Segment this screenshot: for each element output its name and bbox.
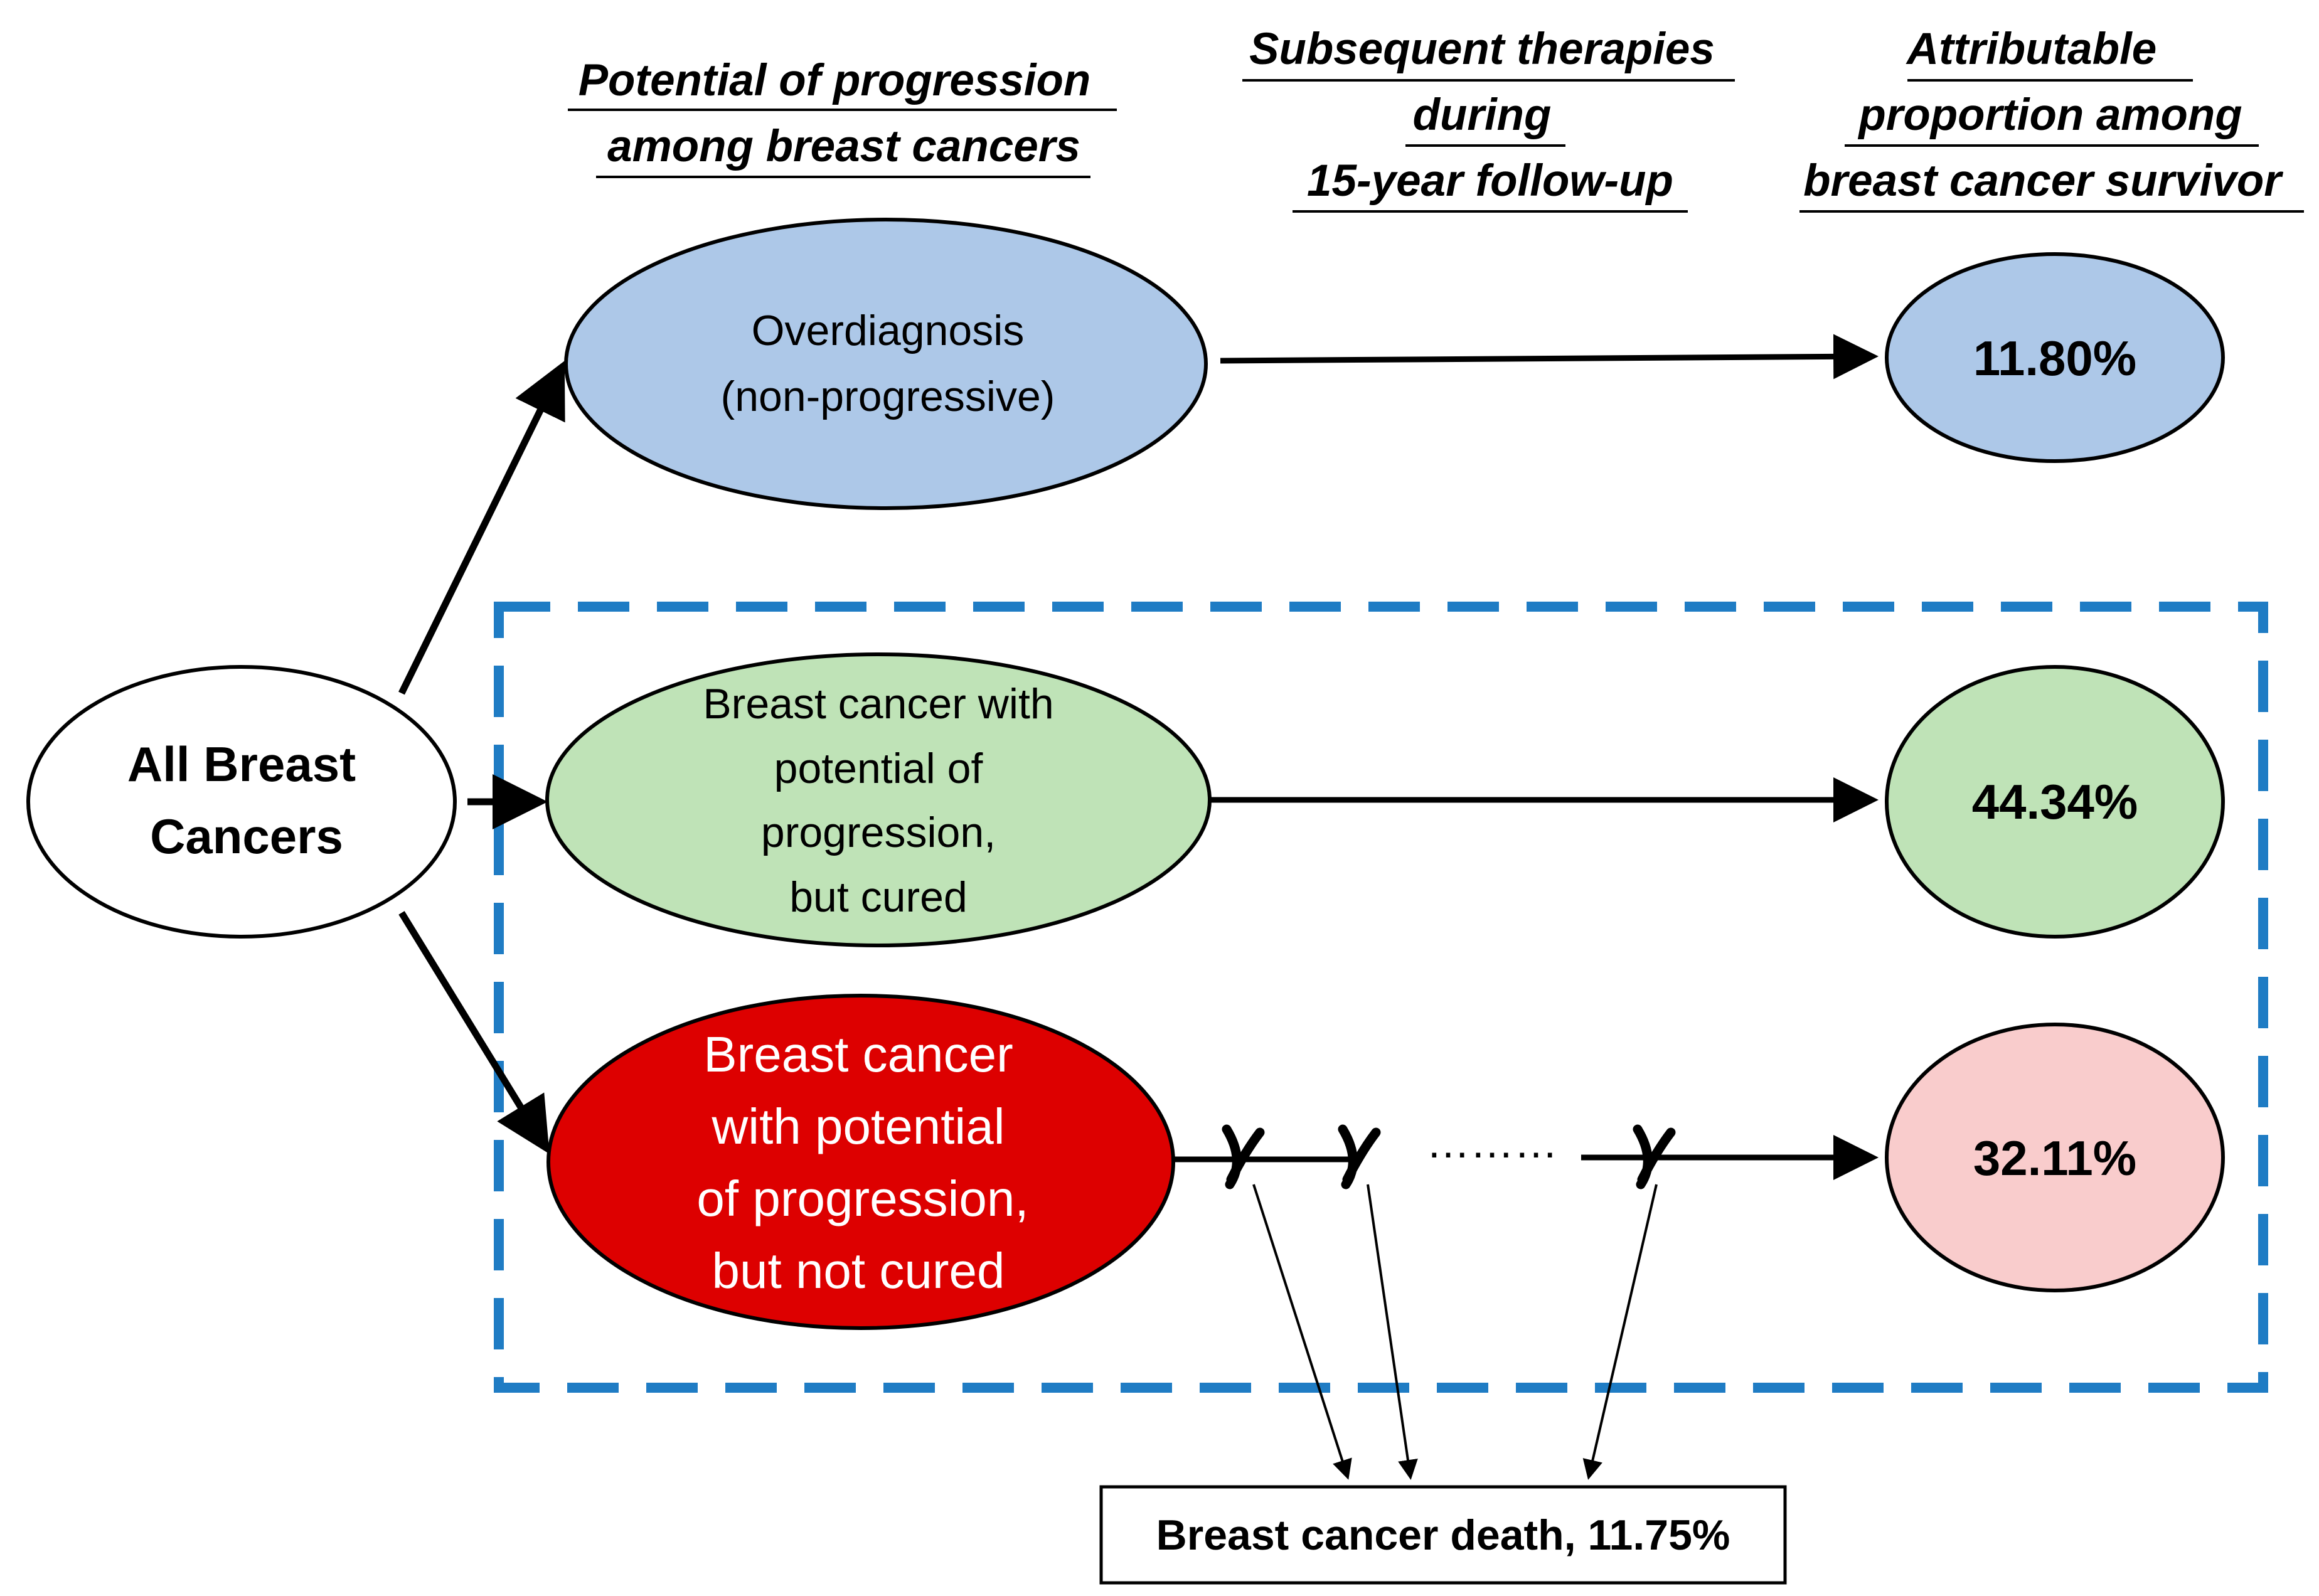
arrow-death-2: [1367, 1184, 1418, 1480]
node-cured-line2: potential of: [774, 745, 983, 792]
ellipsis-dots: ………: [1426, 1118, 1558, 1167]
node-not-cured-line4: but not cured: [712, 1243, 1005, 1299]
node-not-cured-line1: Breast cancer: [703, 1026, 1013, 1082]
death-box: Breast cancer death, 11.75%: [1099, 1485, 1787, 1585]
arrow-to-not-cured: [398, 911, 550, 1154]
node-overdiagnosis-line2: (non-progressive): [721, 373, 1055, 420]
header-potential-line2: among breast cancers: [607, 122, 1080, 171]
header-attributable: Attributable proportion among breast can…: [1799, 24, 2304, 213]
outcome-not-cured: 32.11%: [1885, 1023, 2225, 1292]
node-all-line1: All Breast: [127, 737, 356, 792]
outcome-not-cured-value: 32.11%: [1973, 1130, 2136, 1186]
header-therapies: Subsequent therapies during 15-year foll…: [1242, 24, 1735, 213]
x-mark-3: [1633, 1124, 1676, 1189]
node-cured: Breast cancer with potential of progress…: [545, 652, 1212, 947]
outcome-cured-value: 44.34%: [1972, 774, 2138, 829]
header-therapies-line2: during: [1413, 90, 1552, 140]
node-not-cured-line2: with potential: [712, 1099, 1005, 1154]
outcome-overdiagnosis: 11.80%: [1885, 252, 2225, 463]
x-mark-2: [1338, 1124, 1381, 1189]
header-therapies-line3: 15-year follow-up: [1307, 156, 1673, 206]
header-potential: Potential of progression among breast ca…: [568, 56, 1117, 178]
progression-group-box: [494, 602, 2268, 1393]
node-cured-line3: progression,: [761, 809, 996, 856]
arrow-death-1: [1252, 1184, 1352, 1480]
header-therapies-line1: Subsequent therapies: [1249, 24, 1715, 74]
header-potential-line1: Potential of progression: [578, 56, 1091, 105]
node-overdiagnosis: Overdiagnosis (non-progressive): [564, 218, 1208, 510]
node-cured-line4: but cured: [789, 873, 968, 921]
arrow-to-overdiagnosis: [398, 361, 565, 695]
arrow-overdiagnosis-outcome: [1220, 334, 1879, 380]
outcome-cured: 44.34%: [1885, 665, 2225, 939]
header-attributable-line1: Attributable: [1906, 24, 2156, 74]
node-overdiagnosis-line1: Overdiagnosis: [752, 307, 1025, 354]
header-attributable-line3: breast cancer survivor: [1803, 156, 2283, 206]
x-mark-1: [1222, 1124, 1265, 1189]
node-all-line2: Cancers: [150, 809, 343, 864]
death-box-label: Breast cancer death, 11.75%: [1156, 1511, 1730, 1559]
node-not-cured: Breast cancer with potential of progress…: [546, 994, 1175, 1330]
header-attributable-line2: proportion among: [1857, 90, 2242, 140]
arrow-death-3: [1582, 1184, 1658, 1480]
outcome-overdiagnosis-value: 11.80%: [1973, 331, 2136, 386]
node-not-cured-line3: of progression,: [696, 1171, 1028, 1226]
node-cured-line1: Breast cancer with: [703, 680, 1053, 728]
node-all-breast-cancers: All Breast Cancers: [26, 665, 457, 939]
